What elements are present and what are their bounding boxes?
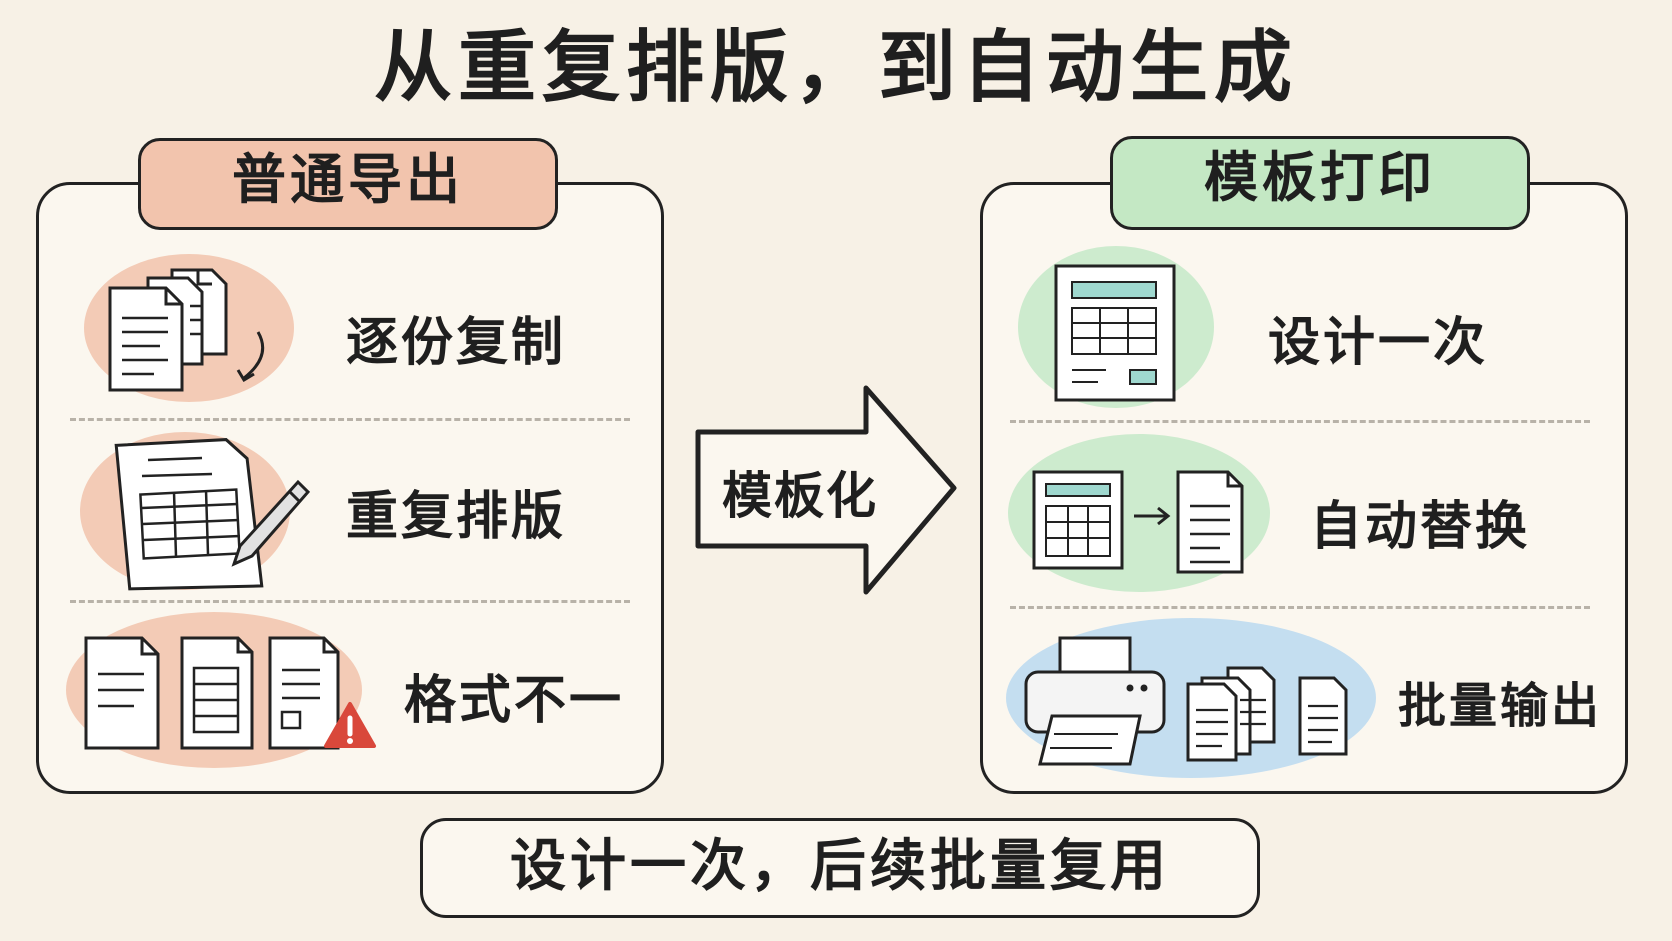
table-edit-icon xyxy=(114,438,311,591)
inconsistent-format-warning-icon xyxy=(84,636,376,750)
right-divider-2 xyxy=(1010,606,1590,609)
right-row-label-1: 设计一次 xyxy=(1268,313,1489,373)
copy-documents-icon xyxy=(108,268,265,392)
right-row-label-2: 自动替换 xyxy=(1310,497,1531,557)
right-divider-1 xyxy=(1010,420,1590,423)
left-row-label-2: 重复排版 xyxy=(346,487,567,547)
transform-arrow-icon xyxy=(695,385,957,595)
template-to-document-icon xyxy=(1032,470,1244,574)
footer-summary: 设计一次，后续批量复用 xyxy=(420,818,1260,918)
left-row-label-3: 格式不一 xyxy=(404,671,625,731)
left-row-label-1: 逐份复制 xyxy=(346,313,567,373)
arrow-label: 模板化 xyxy=(722,467,878,525)
page-title: 从重复排版，到自动生成 xyxy=(373,23,1298,113)
template-form-icon xyxy=(1054,264,1176,402)
left-divider-1 xyxy=(70,418,630,421)
left-panel-tab: 普通导出 xyxy=(138,138,558,230)
right-panel-tab: 模板打印 xyxy=(1110,136,1530,230)
printer-batch-icon xyxy=(1024,636,1348,766)
left-divider-2 xyxy=(70,600,630,603)
right-row-label-3: 批量输出 xyxy=(1398,678,1603,734)
